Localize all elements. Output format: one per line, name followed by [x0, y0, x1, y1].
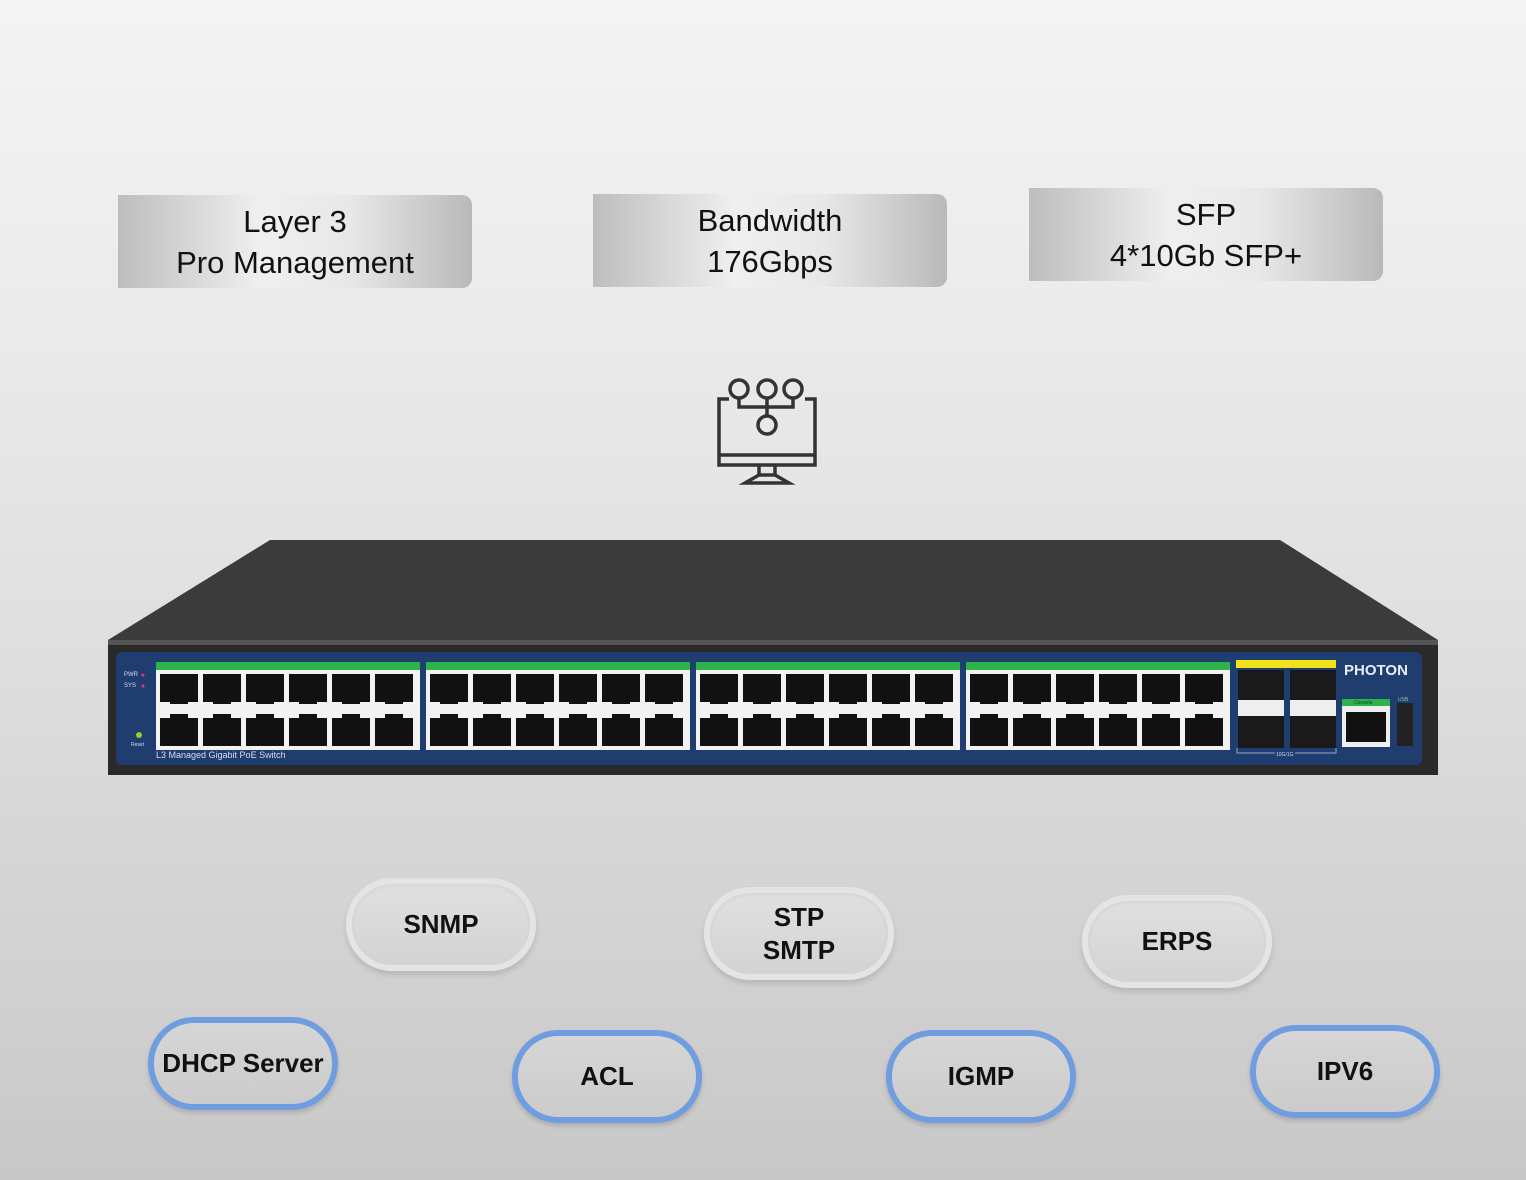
sfp-port[interactable]	[1290, 716, 1336, 748]
rj45-port[interactable]	[559, 718, 597, 746]
rj45-port[interactable]	[1056, 674, 1094, 702]
model-label: L3 Managed Gigabit PoE Switch	[156, 750, 286, 760]
switch-top	[108, 540, 1438, 640]
feature-bandwidth: Bandwidth 176Gbps	[593, 194, 947, 287]
rj45-port[interactable]	[160, 718, 198, 746]
console-label: Console	[1354, 700, 1373, 706]
rj45-port[interactable]	[1142, 674, 1180, 702]
usb-port[interactable]	[1397, 703, 1413, 746]
rj45-port[interactable]	[430, 674, 468, 702]
rj45-port[interactable]	[645, 674, 683, 702]
sfp-port[interactable]	[1290, 670, 1336, 700]
protocol-ipv6: IPV6	[1250, 1025, 1440, 1118]
rj45-port[interactable]	[332, 674, 370, 702]
pwr-led-icon	[141, 673, 145, 677]
rj45-port[interactable]	[915, 674, 953, 702]
rj45-port[interactable]	[915, 718, 953, 746]
protocol-label: IPV6	[1316, 1056, 1374, 1086]
rj45-port[interactable]	[786, 718, 824, 746]
rj45-port[interactable]	[160, 674, 198, 702]
network-switch	[108, 540, 1438, 775]
rj45-port[interactable]	[516, 674, 554, 702]
rj45-port[interactable]	[332, 718, 370, 746]
protocol-label: DHCP Server	[162, 1048, 324, 1078]
rj45-port[interactable]	[970, 674, 1008, 702]
protocol-label: SMTP	[762, 934, 836, 965]
rj45-port[interactable]	[473, 674, 511, 702]
rj45-port[interactable]	[829, 674, 867, 702]
protocol-igmp: IGMP	[886, 1030, 1076, 1123]
rj45-port[interactable]	[1099, 718, 1137, 746]
sfp-port[interactable]	[1238, 670, 1284, 700]
rj45-port[interactable]	[559, 674, 597, 702]
rj45-port[interactable]	[203, 718, 241, 746]
reset-button[interactable]	[136, 732, 142, 738]
reset-label: Reset	[131, 742, 145, 748]
rj45-port[interactable]	[602, 718, 640, 746]
rj45-port[interactable]	[1142, 718, 1180, 746]
rj45-port[interactable]	[700, 674, 738, 702]
sys-led-icon	[141, 684, 145, 688]
protocol-label: STP	[773, 901, 825, 932]
feature-layer3: Layer 3 Pro Management	[118, 195, 472, 288]
rj45-port[interactable]	[246, 718, 284, 746]
rj45-port[interactable]	[829, 718, 867, 746]
feature-value: 176Gbps	[707, 243, 833, 279]
network-monitor-icon	[717, 378, 817, 485]
rj45-port[interactable]	[516, 718, 554, 746]
rj45-port[interactable]	[700, 718, 738, 746]
rj45-port[interactable]	[602, 674, 640, 702]
protocol-snmp: SNMP	[346, 878, 536, 971]
rj45-port[interactable]	[203, 674, 241, 702]
rj45-port[interactable]	[1185, 718, 1223, 746]
feature-value: 4*10Gb SFP+	[1109, 237, 1303, 273]
rj45-port[interactable]	[645, 718, 683, 746]
protocol-dhcp: DHCP Server	[148, 1017, 338, 1110]
rj45-port[interactable]	[872, 674, 910, 702]
rj45-port[interactable]	[289, 718, 327, 746]
brand-logo: PHOTON	[1344, 662, 1408, 679]
feature-title: SFP	[1175, 196, 1237, 232]
feature-title: Layer 3	[243, 203, 347, 239]
feature-sfp: SFP 4*10Gb SFP+	[1029, 188, 1383, 281]
protocol-label: ACL	[580, 1061, 634, 1091]
protocol-label: IGMP	[947, 1061, 1015, 1091]
rj45-port[interactable]	[430, 718, 468, 746]
feature-value: Pro Management	[176, 244, 414, 280]
rj45-port[interactable]	[246, 674, 284, 702]
rj45-port[interactable]	[743, 718, 781, 746]
rj45-port[interactable]	[473, 718, 511, 746]
protocol-label: ERPS	[1141, 926, 1213, 956]
rj45-port[interactable]	[1099, 674, 1137, 702]
pwr-led-label: PWR	[124, 672, 138, 678]
rj45-port[interactable]	[1013, 674, 1051, 702]
sys-led-label: SYS	[124, 683, 137, 689]
rj45-port[interactable]	[1056, 718, 1094, 746]
rj45-port[interactable]	[743, 674, 781, 702]
console-port[interactable]	[1346, 712, 1386, 742]
rj45-port[interactable]	[1185, 674, 1223, 702]
rj45-port[interactable]	[289, 674, 327, 702]
protocol-label: SNMP	[403, 909, 479, 939]
feature-title: Bandwidth	[697, 202, 843, 238]
sfp-port[interactable]	[1238, 716, 1284, 748]
protocol-erps: ERPS	[1082, 895, 1272, 988]
usb-label: USB	[1398, 697, 1409, 703]
rj45-port[interactable]	[872, 718, 910, 746]
rj45-port[interactable]	[786, 674, 824, 702]
protocol-acl: ACL	[512, 1030, 702, 1123]
sfp-label: 10G/1G	[1275, 752, 1295, 758]
rj45-port[interactable]	[375, 674, 413, 702]
rj45-port[interactable]	[970, 718, 1008, 746]
rj45-port[interactable]	[1013, 718, 1051, 746]
rj45-port[interactable]	[375, 718, 413, 746]
